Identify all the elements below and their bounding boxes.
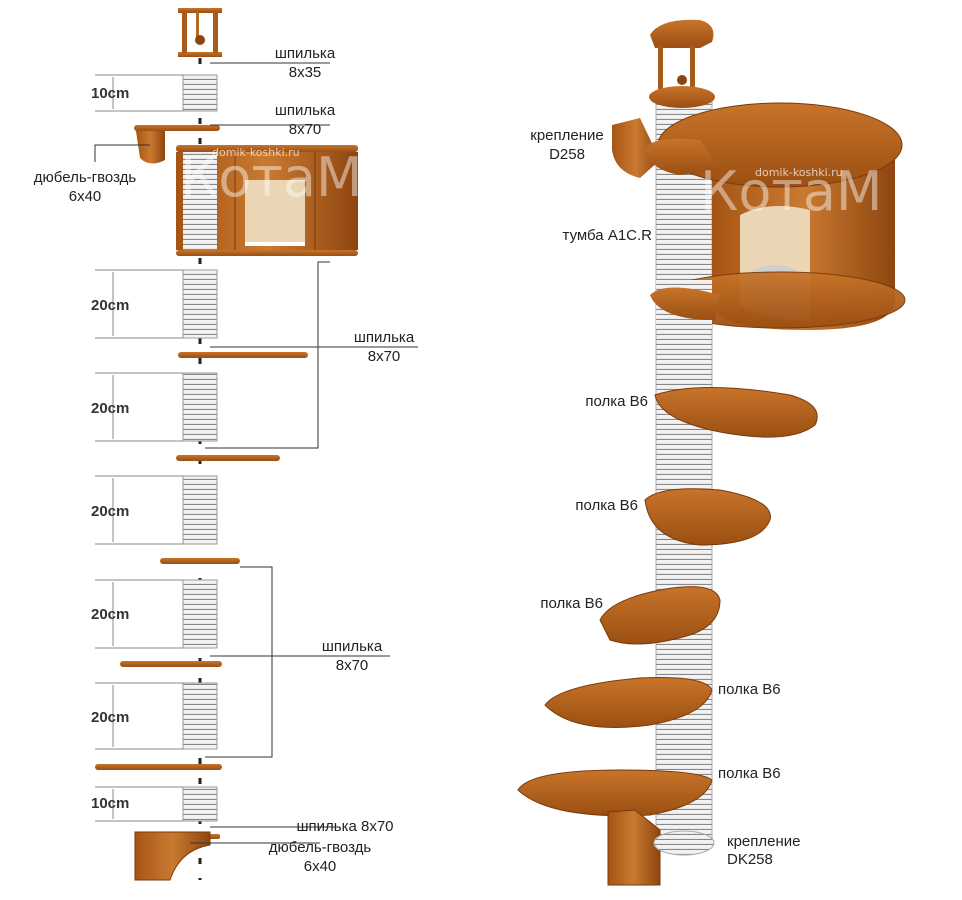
label-stud-8x70: шпилька bbox=[322, 638, 383, 655]
shelf-b6 bbox=[599, 586, 721, 645]
label-dowel-nail: дюбель-гвоздь bbox=[269, 839, 372, 856]
label-mount-bottom-model: DK258 bbox=[727, 851, 773, 868]
sisal-post-20cm bbox=[182, 269, 218, 339]
shelf-b6 bbox=[517, 769, 713, 817]
dimension-label: 20cm bbox=[91, 503, 129, 520]
shelf-board bbox=[120, 661, 222, 667]
shelf-board bbox=[178, 352, 308, 358]
label-shelf: полка В6 bbox=[718, 681, 781, 698]
dimension-label: 10cm bbox=[91, 85, 129, 102]
sisal-post-20cm bbox=[182, 475, 218, 545]
shelf-board bbox=[95, 764, 222, 770]
exploded-view: КотаМ domik-koshki.ru bbox=[34, 8, 418, 881]
sisal-post-20cm bbox=[182, 682, 218, 750]
label-mount-top-model: D258 bbox=[549, 146, 585, 163]
label-stud-8x35: шпилька bbox=[275, 45, 336, 62]
dimension-label: 20cm bbox=[91, 400, 129, 417]
label-dowel-size: 6х40 bbox=[69, 188, 102, 205]
label-dowel-nail: дюбель-гвоздь bbox=[34, 169, 137, 186]
label-dowel-size: 6х40 bbox=[304, 858, 337, 875]
dimension-label: 20cm bbox=[91, 709, 129, 726]
shelf-board bbox=[176, 455, 280, 461]
svg-text:domik-koshki.ru: domik-koshki.ru bbox=[212, 146, 300, 159]
mount-shelf bbox=[134, 125, 220, 131]
label-stud-8x35-size: 8х35 bbox=[289, 64, 322, 81]
sisal-post-10cm bbox=[182, 786, 218, 822]
sisal-post-20cm bbox=[182, 372, 218, 442]
label-mount-bottom: крепление bbox=[727, 833, 800, 850]
label-stud-bottom: шпилька 8х70 bbox=[296, 818, 393, 835]
dimension-label: 10cm bbox=[91, 795, 129, 812]
svg-text:КотаМ: КотаМ bbox=[180, 146, 363, 209]
label-mount-top: крепление bbox=[530, 127, 603, 144]
top-platform-part bbox=[178, 8, 222, 57]
label-stud-8x70: шпилька bbox=[275, 102, 336, 119]
shelf-b6 bbox=[654, 387, 818, 438]
sisal-post-20cm bbox=[182, 579, 218, 649]
label-stud-size: 8х70 bbox=[336, 657, 369, 674]
shelf-board bbox=[160, 558, 240, 564]
label-stud-size: 8х70 bbox=[368, 348, 401, 365]
label-stud-size: 8х70 bbox=[289, 121, 322, 138]
cabinet-part: КотаМ domik-koshki.ru bbox=[176, 145, 363, 256]
label-cabinet: тумба А1С.R bbox=[563, 227, 653, 244]
sisal-post-10cm bbox=[182, 74, 218, 112]
assembled-view: КотаМ domik-koshki.ru крепление D258 тум… bbox=[517, 19, 906, 886]
label-shelf: полка В6 bbox=[585, 393, 648, 410]
shelf-b6 bbox=[644, 488, 771, 546]
dimension-label: 20cm bbox=[91, 297, 129, 314]
label-stud-8x70: шпилька bbox=[354, 329, 415, 346]
label-shelf: полка В6 bbox=[575, 497, 638, 514]
label-shelf: полка В6 bbox=[718, 765, 781, 782]
svg-text:КотаМ: КотаМ bbox=[700, 160, 883, 223]
wall-mount-bracket bbox=[136, 131, 165, 164]
floor-mount-bracket bbox=[134, 831, 211, 881]
label-shelf: полка В6 bbox=[540, 595, 603, 612]
dimension-label: 20cm bbox=[91, 606, 129, 623]
shelf-b6 bbox=[544, 677, 713, 728]
svg-text:domik-koshki.ru: domik-koshki.ru bbox=[755, 166, 843, 179]
